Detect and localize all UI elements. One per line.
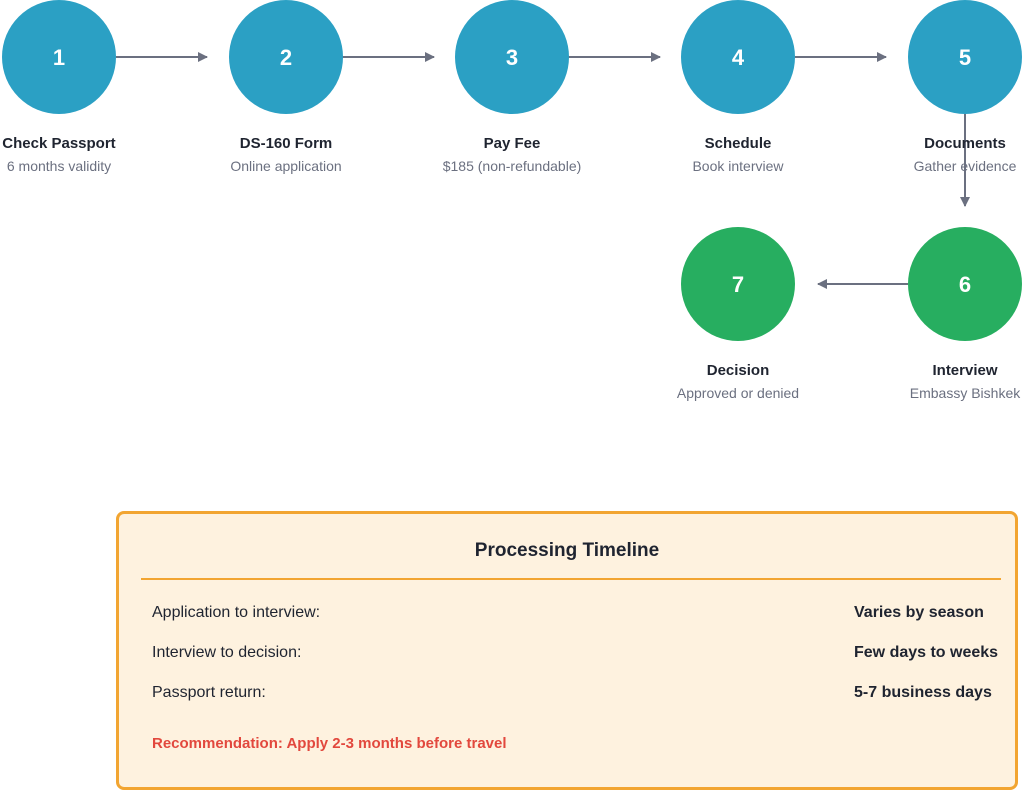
step-5-subtitle: Gather evidence [914,158,1017,174]
step-2-title: DS-160 Form [240,135,333,152]
step-7-title: Decision [707,362,770,379]
timeline-row-label: Application to interview: [152,604,321,621]
timeline-title: Processing Timeline [474,540,660,561]
step-6-circle [908,227,1022,341]
step-5-title: Documents [924,135,1006,152]
step-4-circle [681,0,795,114]
step-5: 5 Documents Gather evidence [908,0,1022,174]
step-3-circle [455,0,569,114]
step-6-title: Interview [932,362,997,379]
step-5-circle [908,0,1022,114]
step-3-subtitle: $185 (non-refundable) [443,158,582,174]
step-7-number: 7 [732,272,744,297]
timeline-row-value: Varies by season [854,604,984,621]
step-3: 3 Pay Fee $185 (non-refundable) [443,0,582,174]
step-2-circle [229,0,343,114]
recommendation-note: Recommendation: Apply 2-3 months before … [152,735,507,752]
step-7-subtitle: Approved or denied [677,385,799,401]
timeline-divider [141,578,1001,580]
step-5-number: 5 [959,45,971,70]
step-4-title: Schedule [705,135,772,152]
step-3-title: Pay Fee [484,135,541,152]
step-2: 2 DS-160 Form Online application [229,0,343,174]
timeline-row-passport: Passport return: 5-7 business days [152,684,992,706]
step-2-subtitle: Online application [230,158,341,174]
step-1-number: 1 [53,45,65,70]
timeline-row-label: Passport return: [152,684,266,701]
step-6: 6 Interview Embassy Bishkek [908,227,1022,401]
step-1-subtitle: 6 months validity [7,158,111,174]
timeline-row-decision: Interview to decision: Few days to weeks [152,644,998,666]
processing-timeline-panel: Processing Timeline Application to inter… [116,511,1018,790]
step-7: 7 Decision Approved or denied [677,227,799,401]
step-2-number: 2 [280,45,292,70]
process-flow-diagram: 1 Check Passport 6 months validity 2 DS-… [2,0,1022,401]
step-4-number: 4 [732,45,745,70]
timeline-row-application: Application to interview: Varies by seas… [152,604,992,626]
step-4-subtitle: Book interview [692,158,784,174]
step-6-number: 6 [959,272,971,297]
timeline-row-label: Interview to decision: [152,644,302,661]
timeline-row-value: 5-7 business days [854,684,992,701]
step-7-circle [681,227,795,341]
step-1: 1 Check Passport 6 months validity [2,0,116,174]
step-1-circle [2,0,116,114]
timeline-row-value: Few days to weeks [854,644,999,661]
step-1-title: Check Passport [2,135,115,152]
step-6-subtitle: Embassy Bishkek [910,385,1021,401]
step-4: 4 Schedule Book interview [681,0,795,174]
step-3-number: 3 [506,45,518,70]
